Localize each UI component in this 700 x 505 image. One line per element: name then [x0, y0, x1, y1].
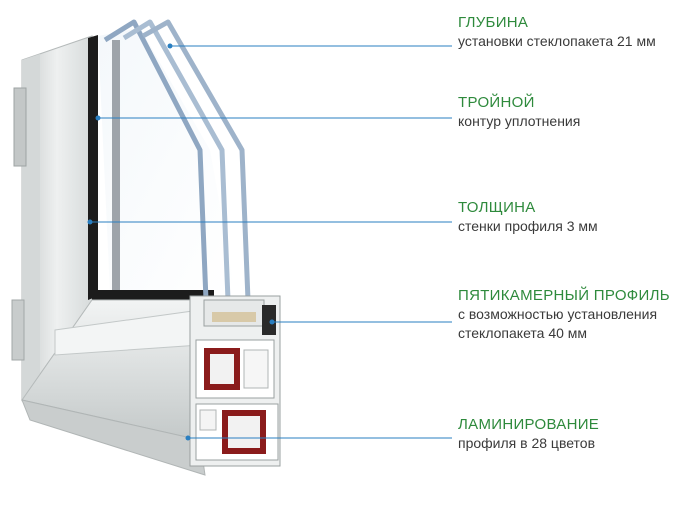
leader-dots — [87, 43, 275, 441]
callout-desc: с возможностью установления — [458, 306, 658, 322]
callout-lamination: ЛАМИНИРОВАНИЕ профиля в 28 цветов — [458, 416, 698, 453]
glass-line-3 — [141, 19, 251, 301]
callout-depth: ГЛУБИНА установки стеклопакета 21 мм — [458, 14, 698, 51]
leader-dot-seal — [95, 115, 101, 121]
profile-cross-section — [189, 295, 281, 467]
callout-title: ПЯТИКАМЕРНЫЙ ПРОФИЛЬ — [458, 287, 670, 304]
callout-title: ГЛУБИНА — [458, 14, 529, 31]
hinge — [13, 87, 27, 167]
callout-thickness: ТОЛЩИНА стенки профиля 3 мм — [458, 199, 698, 236]
callout-desc: стеклопакета 40 мм — [458, 325, 588, 341]
leader-dot-profile — [269, 319, 275, 325]
callout-desc: контур уплотнения — [458, 113, 581, 129]
leader-dot-depth — [167, 43, 173, 49]
callout-desc: стенки профиля 3 мм — [458, 218, 598, 234]
callout-desc: профиля в 28 цветов — [458, 435, 596, 451]
seal-vertical — [88, 35, 98, 300]
hinge-lower — [11, 299, 25, 361]
spacer-vertical — [112, 40, 120, 290]
leader-dot-lamination — [185, 435, 191, 441]
frame-bottom-lower — [21, 399, 206, 476]
callout-title: ТОЛЩИНА — [458, 199, 536, 216]
glass-line-1 — [103, 19, 209, 301]
callout-title: ЛАМИНИРОВАНИЕ — [458, 416, 600, 433]
leader-lines — [90, 45, 452, 439]
callout-title: ТРОЙНОЙ — [458, 94, 535, 111]
callout-desc: установки стеклопакета 21 мм — [458, 33, 656, 49]
callout-seal: ТРОЙНОЙ контур уплотнения — [458, 94, 698, 131]
glass-line-2 — [122, 19, 231, 301]
leader-dot-thickness — [87, 219, 93, 225]
seal-horizontal — [92, 290, 214, 300]
callout-profile: ПЯТИКАМЕРНЫЙ ПРОФИЛЬ с возможностью уста… — [458, 287, 698, 343]
